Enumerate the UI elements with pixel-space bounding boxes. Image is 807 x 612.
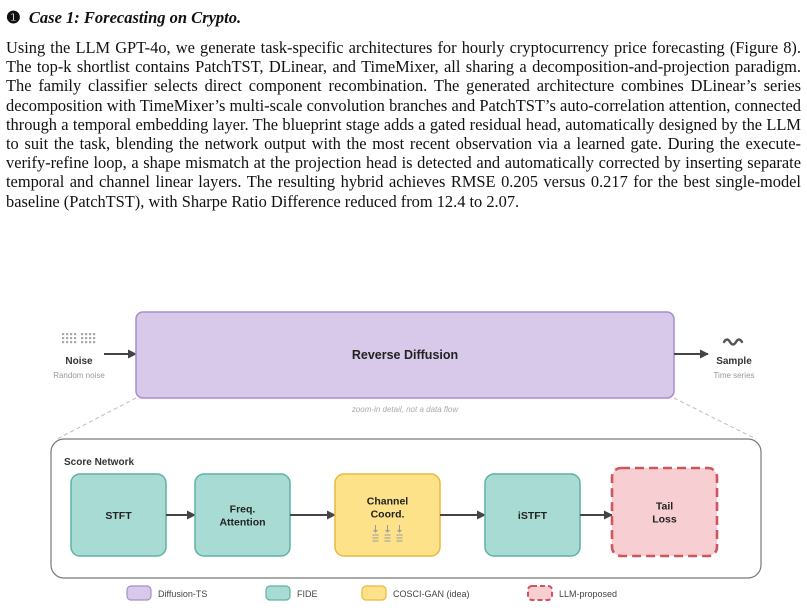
- legend-label: Diffusion-TS: [158, 589, 207, 599]
- legend-label: FIDE: [297, 589, 318, 599]
- noise-dot: [74, 341, 77, 344]
- score-block-istft: iSTFT: [484, 473, 581, 557]
- noise-dot: [62, 333, 65, 336]
- noise-dot: [89, 337, 92, 340]
- score-block-freq-attention: Freq.Attention: [194, 473, 291, 557]
- score-block-label: Tail: [656, 501, 673, 513]
- legend-swatch: [126, 585, 152, 601]
- noise-dot: [66, 333, 69, 336]
- noise-dot: [81, 333, 84, 336]
- noise-dot: [93, 333, 96, 336]
- score-block-box: [610, 466, 719, 558]
- noise-dot: [62, 341, 65, 344]
- reverse-diffusion-label: Reverse Diffusion: [352, 348, 458, 362]
- legend-swatch: [527, 585, 553, 601]
- score-block-label: STFT: [105, 510, 132, 522]
- noise-dot: [74, 333, 77, 336]
- noise-dot: [89, 333, 92, 336]
- architecture-figure: Noise Random noise Reverse Diffusion Sam…: [0, 300, 807, 607]
- score-block-stft: STFT: [70, 473, 167, 557]
- score-block-label: Loss: [652, 514, 677, 526]
- cropped-previous-line: ─ ─ ─ ─ ─ ─ ─ ─ ─ ─ ─ ─ ─ ─ ─ ─ ─ ─ ─ ─ …: [0, 0, 807, 2]
- sample-label: Sample: [716, 356, 752, 367]
- noise-dot: [74, 337, 77, 340]
- legend-label: COSCI-GAN (idea): [393, 589, 470, 599]
- noise-label: Noise: [65, 356, 93, 367]
- noise-dot: [81, 341, 84, 344]
- case-title: Case 1: Forecasting on Crypto.: [28, 8, 242, 27]
- zoom-note: zoom-in detail, not a data flow: [351, 405, 460, 414]
- score-block-label: Freq.: [230, 504, 256, 516]
- legend-label: LLM-proposed: [559, 589, 617, 599]
- zoom-line-left: [56, 397, 137, 440]
- score-block-label: Attention: [219, 517, 265, 529]
- sample-sublabel: Time series: [713, 371, 754, 380]
- score-block-label: Coord.: [371, 509, 405, 521]
- noise-dot: [85, 341, 88, 344]
- noise-sublabel: Random noise: [53, 371, 105, 380]
- noise-dot: [66, 341, 69, 344]
- noise-dot: [93, 337, 96, 340]
- noise-dot: [89, 341, 92, 344]
- noise-dot: [85, 337, 88, 340]
- bullet-icon: ❶: [6, 8, 21, 27]
- noise-dot: [66, 337, 69, 340]
- case-paragraph: Using the LLM GPT-4o, we generate task-s…: [6, 38, 801, 211]
- noise-dot: [70, 333, 73, 336]
- score-block-label: Channel: [367, 496, 409, 508]
- score-block-label: iSTFT: [518, 510, 548, 522]
- legend-swatch: [361, 585, 387, 601]
- noise-dot: [85, 333, 88, 336]
- noise-dot: [62, 337, 65, 340]
- zoom-line-right: [673, 397, 757, 440]
- noise-dot: [70, 341, 73, 344]
- noise-dot: [93, 341, 96, 344]
- noise-dot: [81, 337, 84, 340]
- wave-icon: [722, 338, 744, 346]
- channel-lines-icon: [372, 525, 403, 542]
- noise-dot: [70, 337, 73, 340]
- score-network-title: Score Network: [64, 457, 134, 468]
- case-heading: ❶ Case 1: Forecasting on Crypto.: [6, 8, 241, 28]
- legend-swatch: [265, 585, 291, 601]
- noise-icon: [62, 333, 96, 344]
